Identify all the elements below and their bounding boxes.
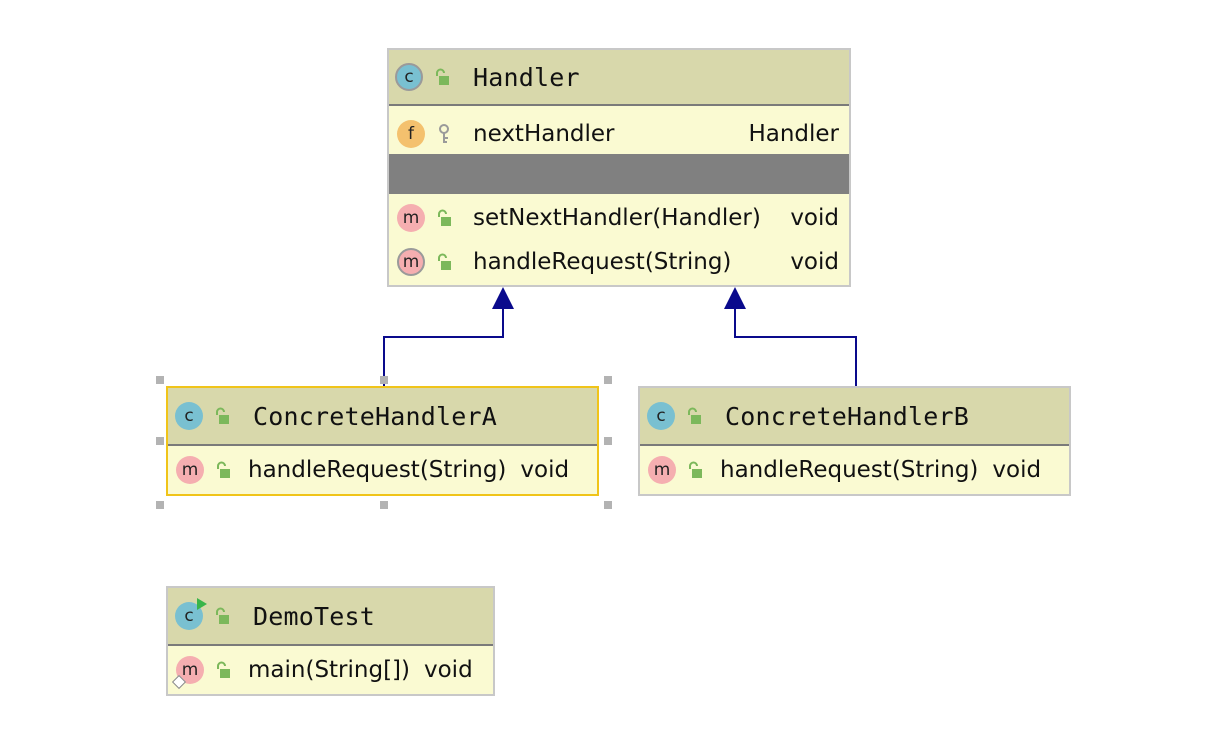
class-icon: c: [175, 402, 203, 430]
class-handler[interactable]: c Handler f nextHandler Handler m setNex…: [387, 48, 851, 287]
method-row[interactable]: m main(String[]) void: [168, 648, 493, 692]
key-icon: [435, 123, 453, 145]
unlocked-icon: [435, 253, 453, 271]
badge-letter: m: [402, 208, 420, 228]
edge-concretehandlerb-to-handler[interactable]: [734, 308, 857, 386]
method-name: handleRequest(String): [720, 457, 979, 483]
edge-concretehandlera-to-handler[interactable]: [383, 308, 504, 386]
method-icon: m: [176, 456, 204, 484]
unlocked-icon: [213, 607, 231, 625]
unlocked-icon: [686, 461, 704, 479]
unlocked-icon: [433, 68, 451, 86]
badge-letter: c: [404, 67, 414, 87]
method-name: handleRequest(String): [248, 457, 507, 483]
method-name: handleRequest(String): [473, 249, 732, 275]
field-row[interactable]: f nextHandler Handler: [389, 112, 849, 156]
selection-handle[interactable]: [156, 376, 164, 384]
inheritance-arrowhead-b: [724, 287, 746, 309]
selection-handle[interactable]: [604, 501, 612, 509]
field-icon: f: [397, 120, 425, 148]
class-demotest[interactable]: c DemoTest m main(String[]) void: [166, 586, 495, 696]
badge-letter: m: [181, 660, 199, 680]
class-name: ConcreteHandlerA: [253, 401, 498, 431]
inheritance-arrowhead-a: [492, 287, 514, 309]
class-header: c DemoTest: [168, 588, 493, 646]
unlocked-icon: [213, 407, 231, 425]
field-name: nextHandler: [473, 121, 615, 147]
method-row[interactable]: m handleRequest(String) void: [640, 448, 1069, 492]
selection-handle[interactable]: [380, 376, 388, 384]
badge-letter: c: [656, 406, 666, 426]
selection-handle[interactable]: [156, 437, 164, 445]
unlocked-icon: [685, 407, 703, 425]
class-concretehandlera[interactable]: c ConcreteHandlerA m handleRequest(Strin…: [166, 386, 599, 496]
static-method-icon: m: [171, 656, 204, 690]
class-icon: c: [647, 402, 675, 430]
class-name: DemoTest: [253, 601, 376, 631]
badge-letter: m: [653, 460, 671, 480]
method-name: main(String[]): [248, 657, 410, 683]
runnable-class-icon: c: [175, 598, 207, 630]
method-return-type: void: [992, 457, 1042, 483]
badge-letter: m: [181, 460, 199, 480]
method-icon: m: [648, 456, 676, 484]
class-name: ConcreteHandlerB: [725, 401, 970, 431]
unlocked-icon: [435, 209, 453, 227]
method-return-type: void: [424, 657, 473, 683]
method-icon: m: [397, 204, 425, 232]
badge-letter: c: [184, 406, 194, 426]
class-header: c Handler: [389, 50, 849, 106]
method-name: setNextHandler(Handler): [473, 205, 761, 231]
class-header: c ConcreteHandlerA: [168, 388, 597, 446]
selection-handle[interactable]: [604, 437, 612, 445]
class-name: Handler: [473, 62, 580, 92]
method-row[interactable]: m setNextHandler(Handler) void: [389, 196, 849, 240]
method-return-type: void: [520, 457, 570, 483]
unlocked-icon: [214, 661, 232, 679]
selection-handle[interactable]: [156, 501, 164, 509]
badge-letter: m: [402, 252, 420, 272]
method-row[interactable]: m handleRequest(String) void: [168, 448, 597, 492]
class-header: c ConcreteHandlerB: [640, 388, 1069, 446]
unlocked-icon: [214, 461, 232, 479]
method-return-type: void: [790, 205, 839, 231]
method-return-type: void: [790, 249, 839, 275]
badge-letter: f: [408, 124, 414, 144]
field-type: Handler: [748, 121, 839, 147]
class-concretehandlerb[interactable]: c ConcreteHandlerB m handleRequest(Strin…: [638, 386, 1071, 496]
run-icon: [197, 598, 207, 610]
empty-section-separator: [389, 154, 849, 194]
badge-letter: c: [184, 606, 194, 626]
abstract-class-icon: c: [395, 63, 423, 91]
abstract-method-icon: m: [397, 248, 425, 276]
selection-handle[interactable]: [604, 376, 612, 384]
method-row[interactable]: m handleRequest(String) void: [389, 240, 849, 284]
selection-handle[interactable]: [380, 501, 388, 509]
